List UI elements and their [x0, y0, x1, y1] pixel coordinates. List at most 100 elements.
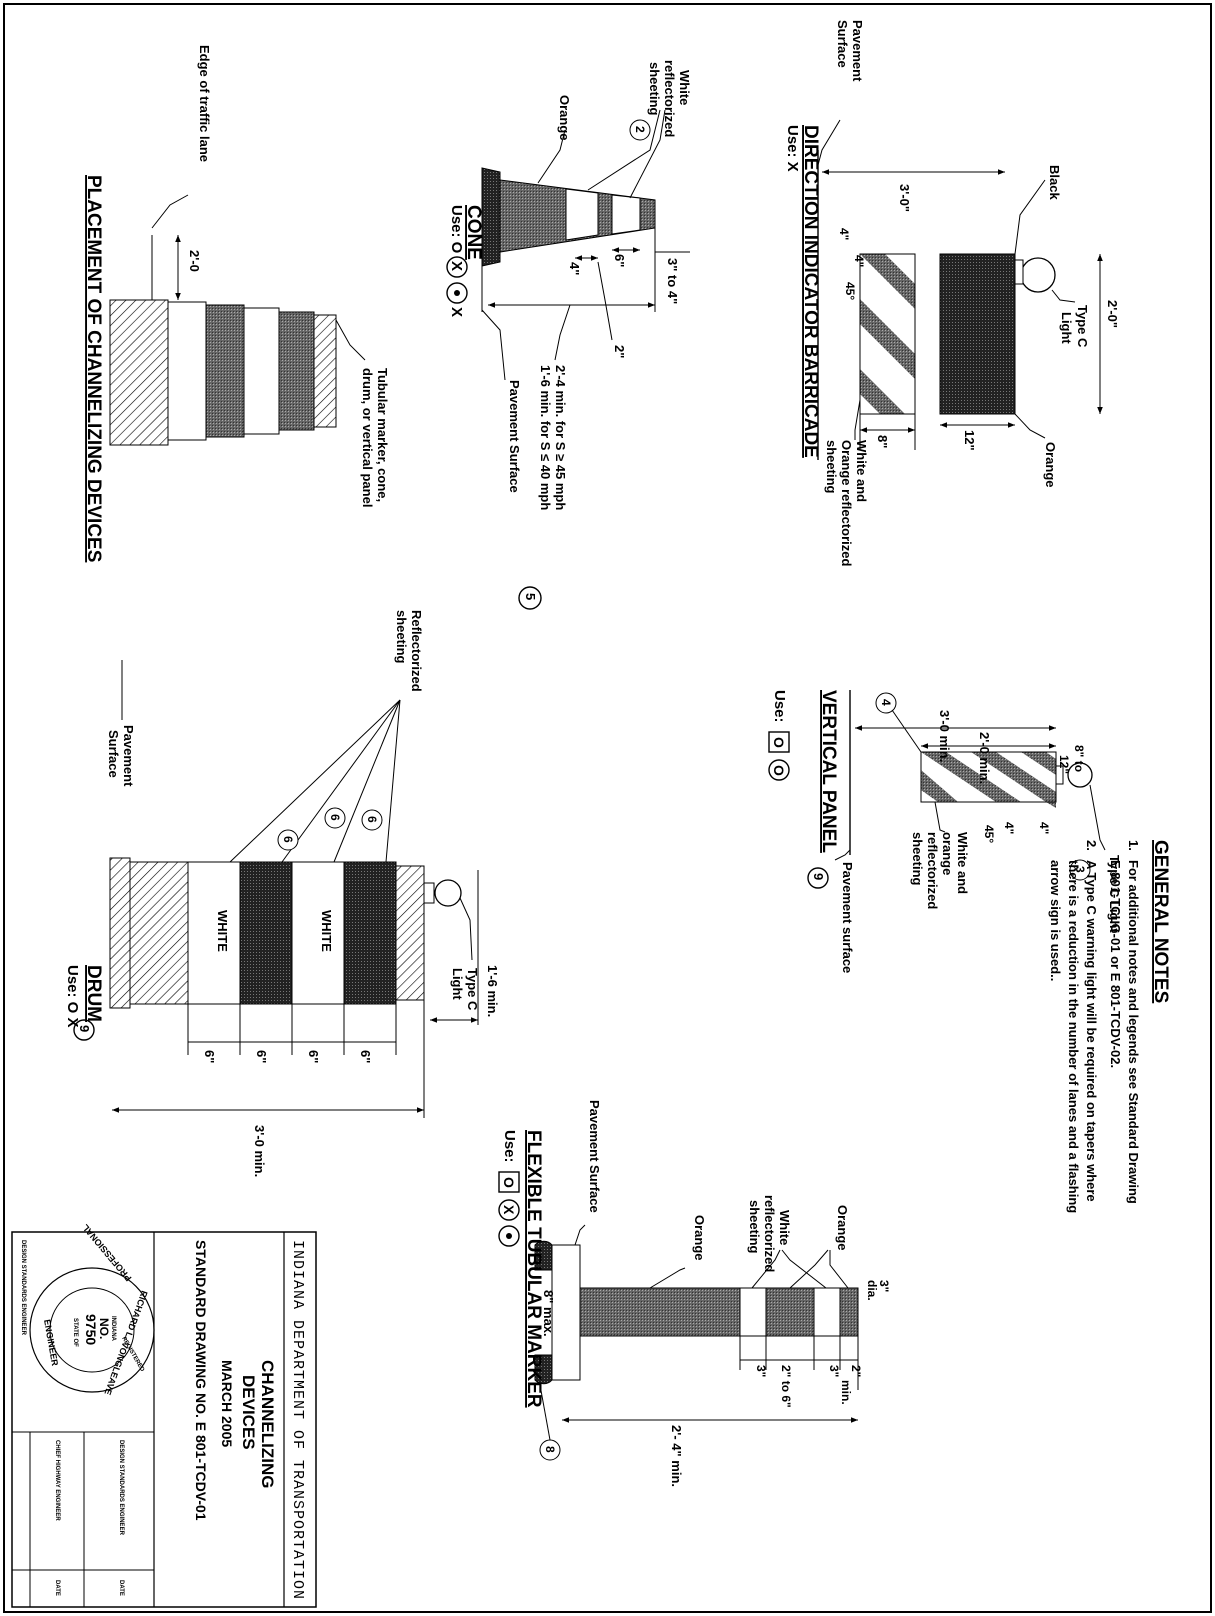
tubular-3-dim-b: 3" [827, 1365, 841, 1377]
placement-edge-label: Edge of traffic lane [197, 45, 212, 162]
engineer-seal: NO. 9750 STATE OF INDIANA REGISTERED RIC… [29, 1222, 155, 1396]
barricade-striped-panel [859, 253, 916, 415]
cone-ref-2: 2 [633, 126, 647, 133]
placement-diagram: 2'-0 Edge of traffic lane Tubular marker… [83, 45, 390, 562]
barricade-panel-8-dim: 8" [875, 435, 890, 448]
drum-ref-6-a: 6 [281, 836, 295, 843]
cone-white-label-2: reflectorized [662, 60, 677, 137]
placement-device-label-2: drum, or vertical panel [360, 368, 375, 507]
barricade-type-c-label-2: Light [1059, 312, 1074, 344]
cone-top-dim: 3" to 4" [665, 258, 680, 304]
barricade-height-dim: 3'-0" [897, 184, 912, 212]
tubular-white-label-2: reflectorized [762, 1195, 777, 1272]
panel-3-min-dim: 3'-0 min. [937, 710, 952, 762]
panel-light-icon [1067, 762, 1093, 788]
placement-offset-dim: 2'-0 [187, 250, 202, 272]
cone-band-6-dim: 6" [612, 254, 627, 267]
panel-stripe-angle: 45° [982, 825, 996, 843]
title-block-stamp-footer: DESIGN STANDARDS ENGINEER [20, 1240, 26, 1336]
barricade-sheeting-label-3: sheeting [824, 440, 839, 494]
seal-indiana: INDIANA [110, 1316, 116, 1342]
title-block-sig-2: CHIEF HIGHWAY ENGINEER [54, 1440, 60, 1521]
barricade-orange-label: Orange [1043, 442, 1058, 488]
tubular-use-prefix: Use: [501, 1130, 518, 1163]
seal-number: 9750 [83, 1314, 99, 1345]
barricade-sheeting-label-2: Orange reflectorized [839, 440, 854, 566]
general-notes-title: GENERAL NOTES [1150, 840, 1171, 1003]
panel-2-min-dim: 2'-0 min. [977, 732, 992, 784]
svg-text:O: O [501, 1177, 517, 1188]
svg-text:X: X [448, 261, 465, 271]
panel-use-prefix: Use: [771, 690, 788, 723]
tubular-orange-label: Orange [692, 1215, 707, 1261]
barricade-black-label: Black [1047, 165, 1062, 200]
drum-diagram: WHITE WHITE 1'-6 min. Type C Light 6" 6"… [64, 610, 500, 1177]
drum-min-dim: 1'-6 min. [485, 965, 500, 1017]
drum-pavement-label-2: Surface [106, 730, 121, 778]
placement-title: PLACEMENT OF CHANNELIZING DEVICES [83, 175, 104, 562]
placement-device-label-1: Tubular marker, cone, [375, 368, 390, 502]
note-1-line-2: E 801-TCLG-01 or E 801-TCDV-02. [1108, 860, 1123, 1068]
vertical-panel-title: VERTICAL PANEL [818, 690, 839, 853]
seal-ring-left: PROFESSIONAL [80, 1222, 134, 1283]
panel-sheeting-label-2: orange [940, 832, 955, 875]
drum-orange-band-lower [239, 861, 293, 1005]
panel-type-c-label: Type C Light [1107, 855, 1122, 933]
drum-white-band-upper [291, 861, 345, 1005]
cone-white-label-3: sheeting [647, 62, 662, 116]
cone-orange-label: Orange [557, 95, 572, 141]
barricade-title: DIRECTION INDICATOR BARRICADE [800, 125, 821, 458]
cone-diagram: 2'-4 min. for S ≥ 45 mph 1'-6 min. for S… [446, 60, 692, 610]
svg-text:O: O [771, 737, 787, 748]
cone-height-dim-1: 2'-4 min. for S ≥ 45 mph [553, 365, 568, 510]
barricade-width-dim: 2'-0" [1105, 300, 1120, 328]
cone-title: CONE [463, 205, 484, 260]
tubular-min-dim: min. [839, 1380, 853, 1405]
barricade-stripe-angle: 45° [843, 282, 857, 300]
cone-white-band-upper [611, 194, 641, 235]
seal-state: STATE OF [72, 1318, 78, 1347]
cone-white-band-lower [565, 188, 599, 241]
tubular-dia-dim-1: 3" [877, 1280, 891, 1292]
cone-white-label-1: White [677, 70, 692, 105]
tubular-2to6-dim: 2" to 6" [779, 1365, 793, 1408]
cone-use-prefix: Use: O [448, 205, 465, 254]
drum-type-c-label-1: Type C [465, 968, 480, 1011]
sheet-border [3, 3, 1212, 1613]
note-2-line-1: A Type C warning light will be required … [1084, 860, 1099, 1202]
drum-white-label-upper: WHITE [319, 910, 334, 952]
title-block-date: MARCH 2005 [219, 1360, 235, 1447]
drum-use: Use: O X [64, 965, 81, 1028]
tubular-white-label-1: White [777, 1210, 792, 1245]
drum-reflectorized-label-2: sheeting [394, 610, 409, 664]
panel-stripe-4-dim-a: 4" [1037, 822, 1051, 834]
svg-text:X: X [501, 1205, 517, 1215]
panel-8to12-dim-1: 8" to [1072, 745, 1086, 772]
title-block: INDIANA DEPARTMENT OF TRANSPORTATION CHA… [11, 1222, 317, 1608]
panel-ref-3: 3 [1073, 866, 1087, 873]
cone-gap-2-dim: 2" [612, 345, 627, 358]
tubular-orange-top-label: Orange [835, 1205, 850, 1251]
drum-ref-6-c: 6 [365, 816, 379, 823]
seal-no: NO. [97, 1318, 111, 1339]
general-notes: GENERAL NOTES 1. For additional notes an… [1048, 840, 1171, 1213]
title-block-sig-1-date: DATE [118, 1580, 124, 1596]
drum-band-dim-1: 6" [202, 1050, 217, 1063]
drum-white-band-lower [187, 861, 241, 1005]
tubular-post [579, 1287, 741, 1337]
cone-base [481, 167, 501, 267]
barricade-use: Use: X [784, 125, 801, 172]
cone-ref-5: 5 [523, 593, 538, 600]
vertical-panel-ref-9: 9 [811, 873, 826, 880]
drum-band-dim-4: 6" [358, 1050, 373, 1063]
svg-text:O: O [771, 765, 787, 776]
note-1-line-1: For additional notes and legends see Sta… [1126, 860, 1141, 1204]
tubular-title: FLEXIBLE TUBULAR MARKER [523, 1130, 544, 1408]
title-block-title-2: DEVICES [239, 1375, 258, 1450]
vertical-panel-diagram: 3'-0 min. 2'-0 min. 8" to 12" 4" 4" 45° … [768, 690, 1122, 973]
tubular-24-min-dim: 2'- 4" min. [669, 1425, 684, 1487]
seal-ring-right: ENGINEER [42, 1319, 60, 1368]
tubular-ref-8: 8 [543, 1446, 557, 1453]
title-block-drawing-no: STANDARD DRAWING NO. E 801-TCDV-01 [193, 1240, 209, 1521]
